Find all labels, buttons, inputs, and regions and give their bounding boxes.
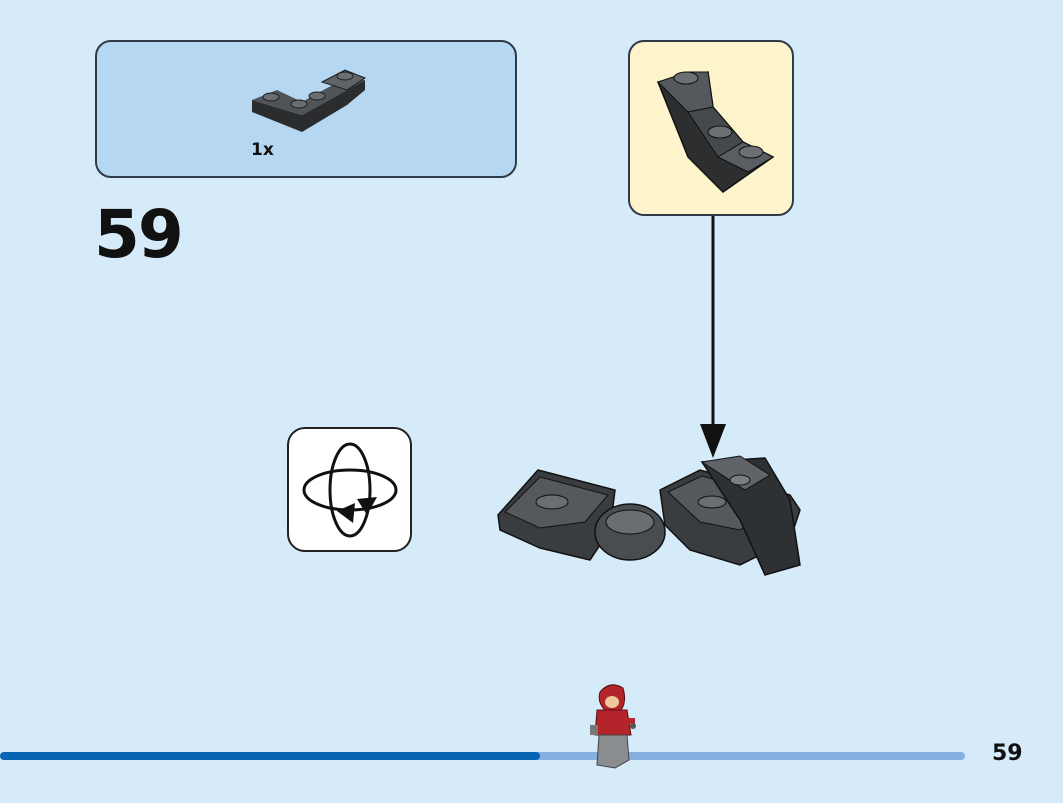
minifigure-progress-marker-icon: [590, 684, 636, 769]
step-number: 59: [94, 196, 184, 273]
part-quantity: 1x: [251, 140, 274, 160]
parts-list-box: 1x: [95, 40, 517, 178]
rotate-model-box: [287, 427, 412, 552]
rotate-model-icon: [302, 442, 398, 538]
inverted-slope-brick-icon: [252, 69, 367, 132]
progress-bar: [0, 752, 965, 760]
callout-box: [628, 40, 794, 216]
model-assembly: [497, 455, 801, 576]
page-number: 59: [992, 741, 1023, 766]
progress-done: [0, 752, 540, 760]
inverted-slope-brick-icon: [656, 71, 775, 193]
down-arrow-icon: [700, 216, 726, 458]
